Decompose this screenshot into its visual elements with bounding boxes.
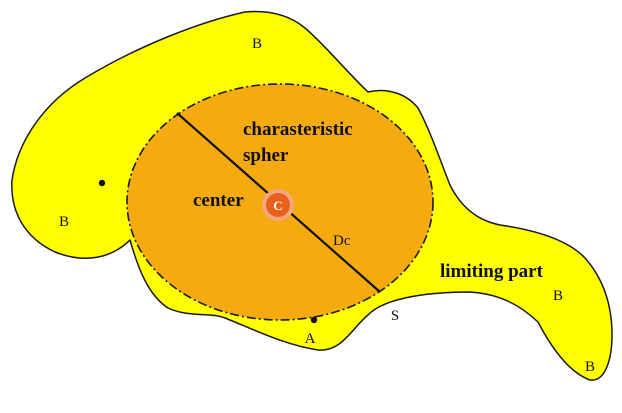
left-dot [98, 179, 106, 187]
center-marker [266, 193, 290, 217]
label-b-right-upper: B [553, 288, 563, 304]
label-characteristic-line2: spher [243, 145, 289, 166]
label-b-top: B [252, 36, 262, 52]
label-diameter: Dc [333, 233, 351, 249]
label-point-s: S [391, 308, 399, 324]
point-a-dot [310, 316, 318, 324]
center-marker-label: C [273, 198, 282, 213]
label-limiting-part: limiting part [440, 261, 544, 282]
label-point-a: A [305, 331, 316, 347]
label-b-right-lower: B [585, 359, 595, 375]
label-b-left: B [59, 214, 69, 230]
label-characteristic-line1: charasteristic [243, 119, 353, 140]
label-center: center [193, 190, 244, 211]
